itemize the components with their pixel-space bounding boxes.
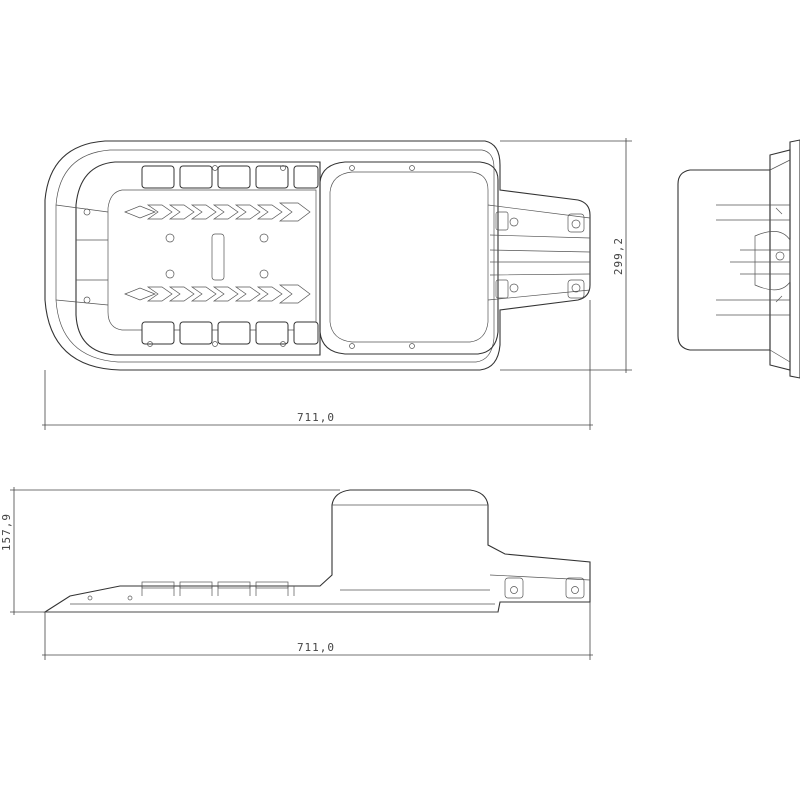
side-length-dimension: 711,0	[297, 641, 335, 654]
side-view	[43, 489, 591, 613]
side-height-dimension: 157,9	[0, 513, 13, 551]
end-view	[677, 139, 800, 379]
top-view	[44, 140, 591, 371]
top-length-dimension: 711,0	[297, 411, 335, 424]
top-view-dimensions	[42, 138, 632, 430]
top-width-dimension: 299,2	[612, 237, 625, 275]
side-view-dimensions	[10, 487, 593, 660]
